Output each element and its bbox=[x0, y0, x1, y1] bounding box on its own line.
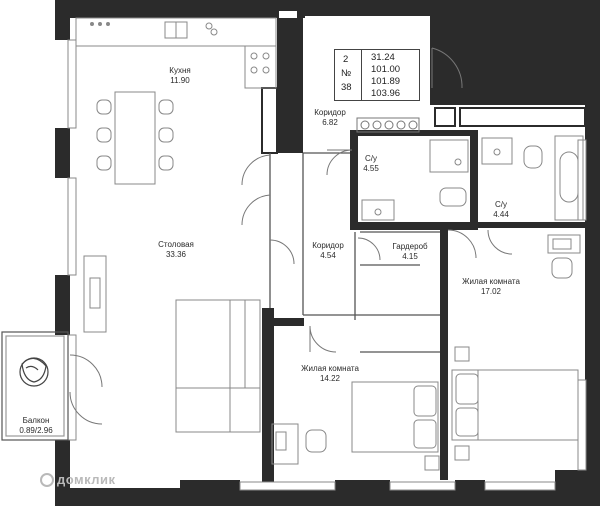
apartment-info-box: 2 № 38 31.24 101.00 101.89 103.96 bbox=[334, 49, 420, 101]
room-label-living-1: Жилая комната 17.02 bbox=[462, 277, 520, 297]
room-name: Коридор bbox=[314, 108, 346, 117]
shoe-rack bbox=[356, 117, 420, 133]
apartment-number: 38 bbox=[341, 82, 352, 93]
room-area: 14.22 bbox=[319, 374, 341, 383]
room-label-dining: Столовая 33.36 bbox=[158, 240, 194, 260]
area-value-1: 31.24 bbox=[371, 52, 395, 63]
room-name: С/у bbox=[364, 154, 377, 163]
room-area: 6.82 bbox=[322, 118, 338, 127]
room-label-corridor-mid: Коридор 4.54 bbox=[312, 241, 344, 261]
room-area: 4.54 bbox=[320, 251, 336, 260]
bed-2 bbox=[351, 381, 440, 471]
room-name: Жилая комната bbox=[301, 364, 359, 373]
bed-1 bbox=[451, 346, 579, 461]
watermark-text: домклик bbox=[57, 472, 116, 487]
room-name: Балкон bbox=[22, 416, 50, 425]
windows bbox=[67, 39, 587, 491]
room-label-living-2: Жилая комната 14.22 bbox=[301, 364, 359, 384]
desk-2 bbox=[271, 423, 327, 465]
room-name: Жилая комната bbox=[462, 277, 520, 286]
room-area: 33.36 bbox=[165, 250, 187, 259]
apartment-number-label: № bbox=[341, 68, 352, 79]
room-area: 4.55 bbox=[363, 164, 379, 173]
room-name: Гардероб bbox=[392, 242, 428, 251]
desk-1 bbox=[547, 234, 581, 279]
room-area: 4.44 bbox=[493, 210, 509, 219]
area-value-4: 103.96 bbox=[371, 88, 401, 99]
room-area: 11.90 bbox=[170, 76, 190, 85]
rooms-count: 2 bbox=[343, 54, 349, 65]
room-name: Столовая bbox=[158, 240, 194, 249]
room-label-wardrobe: Гардероб 4.15 bbox=[392, 242, 427, 262]
room-name: Кухня bbox=[169, 66, 191, 75]
domclick-logo-icon bbox=[40, 473, 54, 487]
walls bbox=[55, 0, 600, 506]
sofa bbox=[175, 299, 261, 433]
tv-stand bbox=[83, 255, 107, 333]
room-label-corridor-top: Коридор 6.82 bbox=[314, 108, 346, 128]
room-label-bathroom-1: С/у 4.55 bbox=[363, 154, 379, 174]
room-area: 17.02 bbox=[480, 287, 502, 296]
armchair-icon bbox=[19, 357, 49, 387]
area-value-2: 101.00 bbox=[371, 64, 401, 75]
room-label-bathroom-2: С/у 4.44 bbox=[493, 200, 509, 220]
room-label-kitchen: Кухня 11.90 bbox=[169, 66, 190, 86]
area-value-3: 101.89 bbox=[371, 76, 401, 87]
partitions bbox=[269, 152, 440, 353]
room-area: 0.89/2.96 bbox=[19, 426, 53, 435]
room-label-balcony: Балкон 0.89/2.96 bbox=[19, 416, 52, 436]
balcony bbox=[1, 331, 69, 441]
room-name: С/у bbox=[494, 200, 507, 209]
kitchen-counter bbox=[75, 17, 277, 89]
bathroom-2-fixtures bbox=[481, 135, 584, 221]
room-name: Коридор bbox=[312, 241, 344, 250]
room-area: 4.15 bbox=[402, 252, 418, 261]
doors bbox=[69, 47, 513, 425]
dining-table bbox=[96, 91, 174, 185]
bathroom-1-fixtures bbox=[361, 139, 469, 221]
watermark: домклик bbox=[40, 472, 116, 487]
